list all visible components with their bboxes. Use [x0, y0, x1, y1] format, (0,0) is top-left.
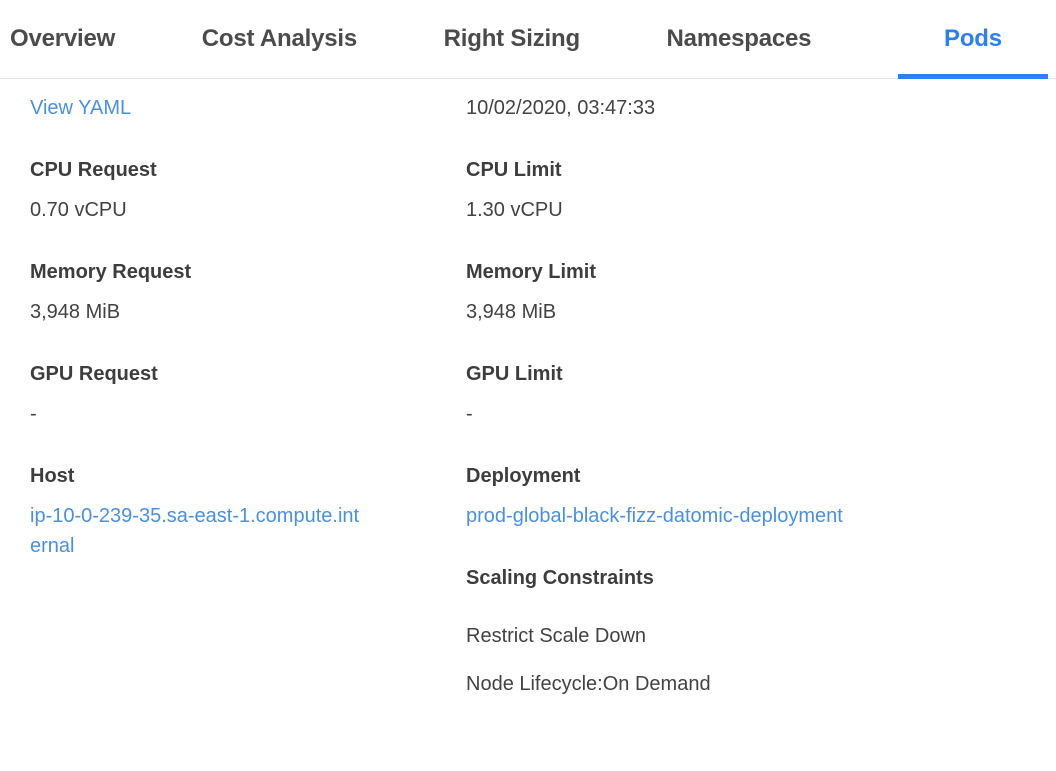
- tab-bar: Overview Cost Analysis Right Sizing Name…: [0, 0, 1056, 79]
- tab-overview[interactable]: Overview: [10, 25, 116, 52]
- scaling-constraint-item: Node Lifecycle:On Demand: [466, 673, 711, 695]
- scaling-constraints-label: Scaling Constraints: [466, 567, 654, 589]
- memory-limit-value: 3,948 MiB: [466, 301, 557, 323]
- host-link[interactable]: ip-10-0-239-35.sa-east-1.compute.interna…: [30, 505, 360, 557]
- scaling-constraints-section: Scaling Constraints Restrict Scale Down …: [466, 563, 1026, 699]
- deployment-label: Deployment: [466, 465, 581, 487]
- tab-cost-analysis[interactable]: Cost Analysis: [201, 25, 358, 52]
- gpu-request-label: GPU Request: [30, 363, 158, 385]
- deployment-link[interactable]: prod-global-black-fizz-datomic-deploymen…: [466, 505, 843, 527]
- memory-limit-label: Memory Limit: [466, 261, 597, 283]
- view-yaml-link[interactable]: View YAML: [30, 97, 132, 119]
- memory-request-value: 3,948 MiB: [30, 301, 121, 323]
- field-gpu-request: GPU Request -: [30, 359, 466, 429]
- field-cpu-request: CPU Request 0.70 vCPU: [30, 155, 466, 225]
- left-column: View YAML CPU Request 0.70 vCPU Memory R…: [30, 93, 466, 731]
- field-memory-limit: Memory Limit 3,948 MiB: [466, 257, 1026, 327]
- tab-right-sizing[interactable]: Right Sizing: [443, 25, 580, 52]
- cpu-request-value: 0.70 vCPU: [30, 199, 127, 221]
- memory-request-label: Memory Request: [30, 261, 192, 283]
- scaling-constraint-item: Restrict Scale Down: [466, 625, 647, 647]
- pod-details-panel: View YAML CPU Request 0.70 vCPU Memory R…: [0, 79, 1056, 771]
- right-column: 10/02/2020, 03:47:33 CPU Limit 1.30 vCPU…: [466, 93, 1026, 731]
- gpu-request-value: -: [30, 403, 37, 425]
- tab-pods-label: Pods: [944, 25, 1002, 52]
- tab-pods[interactable]: Pods: [897, 0, 1048, 79]
- field-gpu-limit: GPU Limit -: [466, 359, 1026, 429]
- gpu-limit-label: GPU Limit: [466, 363, 563, 385]
- cpu-request-label: CPU Request: [30, 159, 157, 181]
- gpu-limit-value: -: [466, 403, 473, 425]
- field-host: Host ip-10-0-239-35.sa-east-1.compute.in…: [30, 461, 466, 561]
- cpu-limit-value: 1.30 vCPU: [466, 199, 563, 221]
- active-tab-underline: [897, 74, 1048, 79]
- host-label: Host: [30, 465, 75, 487]
- cpu-limit-label: CPU Limit: [466, 159, 562, 181]
- tab-namespaces[interactable]: Namespaces: [666, 25, 812, 52]
- field-deployment: Deployment prod-global-black-fizz-datomi…: [466, 461, 1026, 531]
- field-cpu-limit: CPU Limit 1.30 vCPU: [466, 155, 1026, 225]
- field-memory-request: Memory Request 3,948 MiB: [30, 257, 466, 327]
- timestamp: 10/02/2020, 03:47:33: [466, 97, 656, 119]
